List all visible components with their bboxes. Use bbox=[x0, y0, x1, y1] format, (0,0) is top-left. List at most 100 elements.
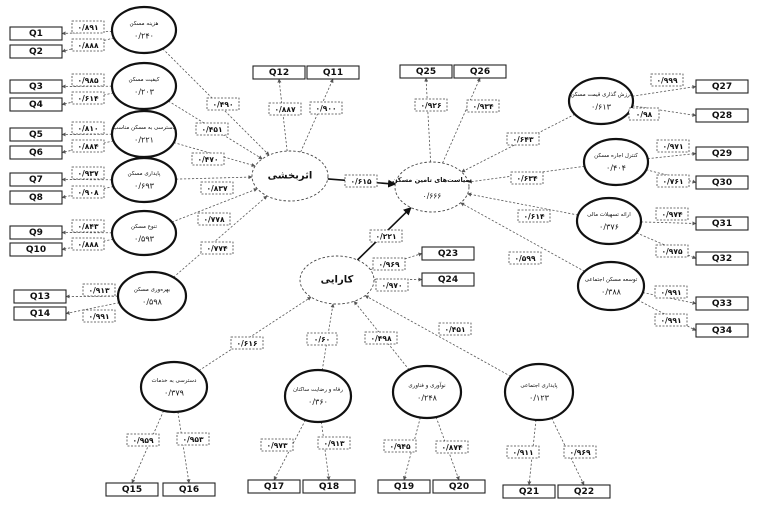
item-loading-q33-text: ۰/۹۹۱ bbox=[660, 288, 681, 297]
item-loading-q34-text: ۰/۹۹۱ bbox=[660, 316, 681, 325]
item-box-q31-box bbox=[695, 216, 749, 231]
item-box-q18: Q18 bbox=[302, 479, 356, 494]
path-coef-s14-box bbox=[438, 322, 472, 336]
item-loading-q22-box bbox=[563, 445, 597, 459]
item-box-q2: Q2 bbox=[9, 44, 63, 59]
item-box-q17-text: Q17 bbox=[264, 482, 284, 492]
path-line-s11 bbox=[198, 296, 312, 371]
sub-construct-value: ۰/۲۰۳ bbox=[134, 88, 155, 97]
item-loading-q22-text: ۰/۹۶۹ bbox=[569, 448, 590, 457]
item-loading-q2-box bbox=[71, 38, 105, 52]
item-loading-q24: ۰/۹۷۰ bbox=[375, 278, 409, 292]
item-box-q28-box bbox=[695, 108, 749, 123]
structural-coef-infra-box bbox=[344, 174, 378, 188]
item-loading-q23-text: ۰/۹۶۹ bbox=[378, 260, 399, 269]
sub-construct-ellipse bbox=[503, 362, 575, 422]
item-box-q26-box bbox=[453, 64, 507, 79]
item-loading-q19-box bbox=[383, 439, 417, 453]
path-coef-s13-text: ۰/۴۹۸ bbox=[370, 334, 391, 343]
item-box-q27-box bbox=[695, 79, 749, 94]
item-loading-q20: ۰/۸۷۴ bbox=[435, 440, 469, 454]
sub-construct-name: دسترسی به مسکن مناسب bbox=[113, 124, 176, 131]
item-loading-q22: ۰/۹۶۹ bbox=[563, 445, 597, 459]
path-coef-s4-box bbox=[200, 181, 234, 195]
sub-construct-value: ۰/۲۴۰ bbox=[134, 32, 154, 41]
sub-construct-value: ۰/۵۹۸ bbox=[142, 298, 163, 307]
item-loading-q7: ۰/۹۳۷ bbox=[71, 166, 105, 180]
item-loading-q3-text: ۰/۹۸۵ bbox=[77, 76, 98, 85]
item-box-q7: Q7 bbox=[9, 172, 63, 187]
item-loading-q15: ۰/۹۵۹ bbox=[126, 433, 160, 447]
path-coef-s1: ۰/۴۹۰ bbox=[206, 97, 240, 111]
item-loading-q30-text: ۰/۷۶۱ bbox=[662, 177, 683, 186]
item-loading-q23-box bbox=[372, 257, 406, 271]
item-loading-q3: ۰/۹۸۵ bbox=[71, 73, 105, 87]
path-line-s4 bbox=[175, 175, 253, 180]
item-box-q26: Q26 bbox=[453, 64, 507, 79]
path-coef-s8: ۰/۶۳۴ bbox=[510, 171, 544, 185]
sub-construct-name: تنوع مسکن bbox=[131, 223, 158, 230]
item-box-q18-text: Q18 bbox=[319, 482, 339, 492]
item-box-q9-box bbox=[9, 225, 63, 240]
path-line-s10 bbox=[460, 202, 585, 272]
item-box-q13: Q13 bbox=[13, 289, 67, 304]
item-loading-q32: ۰/۹۷۵ bbox=[655, 244, 689, 258]
item-box-q13-box bbox=[13, 289, 67, 304]
item-loading-q33: ۰/۹۹۱ bbox=[654, 285, 688, 299]
item-box-q3-box bbox=[9, 79, 63, 94]
item-loading-q34-box bbox=[654, 313, 688, 327]
item-loading-q29-box bbox=[656, 139, 690, 153]
item-box-q28-text: Q28 bbox=[712, 111, 732, 121]
item-loading-q26-box bbox=[466, 99, 500, 113]
path-line-s13 bbox=[353, 300, 410, 371]
path-coef-s12: ۰/۶۰ bbox=[306, 332, 338, 346]
direct-item-line-3 bbox=[442, 77, 481, 164]
item-loading-q9-box bbox=[71, 219, 105, 233]
item-box-q20: Q20 bbox=[432, 479, 486, 494]
main-construct-ellipse bbox=[251, 150, 329, 202]
item-box-q22-box bbox=[557, 484, 611, 499]
item-line-s12-1 bbox=[320, 421, 331, 481]
path-coef-s2-box bbox=[195, 122, 229, 136]
main-construct-ellipse bbox=[299, 255, 375, 305]
item-loading-q20-text: ۰/۸۷۴ bbox=[441, 443, 462, 452]
sub-construct-value: ۰/۳۶۰ bbox=[308, 398, 328, 407]
path-coef-s2-text: ۰/۴۵۱ bbox=[201, 125, 222, 134]
structural-coef-karayi: ۰/۲۲۱ bbox=[369, 229, 403, 243]
item-loading-q32-text: ۰/۹۷۵ bbox=[661, 247, 682, 256]
main-construct-karayi: کارایی bbox=[299, 255, 375, 305]
item-box-q34: Q34 bbox=[695, 323, 749, 338]
sub-construct-ellipse bbox=[391, 364, 463, 420]
item-box-q23: Q23 bbox=[421, 246, 475, 261]
item-box-q1-box bbox=[9, 26, 63, 41]
item-loading-q34: ۰/۹۹۱ bbox=[654, 313, 688, 327]
item-loading-q17: ۰/۹۷۳ bbox=[260, 438, 294, 452]
main-construct-ellipse bbox=[394, 161, 470, 213]
item-loading-q14-text: ۰/۹۹۱ bbox=[88, 312, 109, 321]
item-loading-q11: ۰/۹۰۰ bbox=[309, 101, 343, 115]
item-line-s6-1 bbox=[65, 302, 120, 315]
item-box-q10-box bbox=[9, 242, 63, 257]
item-box-q3: Q3 bbox=[9, 79, 63, 94]
path-coef-s10-box bbox=[508, 251, 542, 265]
item-loading-q9: ۰/۸۴۳ bbox=[71, 219, 105, 233]
main-construct-infra: اثربخشی bbox=[251, 150, 329, 202]
item-loading-q14: ۰/۹۹۱ bbox=[82, 309, 116, 323]
item-line-s8-0 bbox=[647, 151, 697, 160]
item-box-q7-text: Q7 bbox=[29, 175, 43, 185]
path-coef-s6: ۰/۷۷۴ bbox=[200, 241, 234, 255]
path-coef-s11-box bbox=[230, 336, 264, 350]
item-line-s9-0 bbox=[640, 221, 697, 226]
item-loading-q19-text: ۰/۹۴۵ bbox=[389, 442, 410, 451]
sub-construct-name: هزینه مسکن bbox=[130, 20, 159, 27]
item-box-q15-box bbox=[105, 482, 159, 497]
path-coef-s6-text: ۰/۷۷۴ bbox=[206, 244, 227, 253]
item-box-q30: Q30 bbox=[695, 175, 749, 190]
item-box-q15: Q15 bbox=[105, 482, 159, 497]
structural-coef-infra: ۰/۶۱۵ bbox=[344, 174, 378, 188]
item-loading-q1-box bbox=[71, 20, 105, 34]
